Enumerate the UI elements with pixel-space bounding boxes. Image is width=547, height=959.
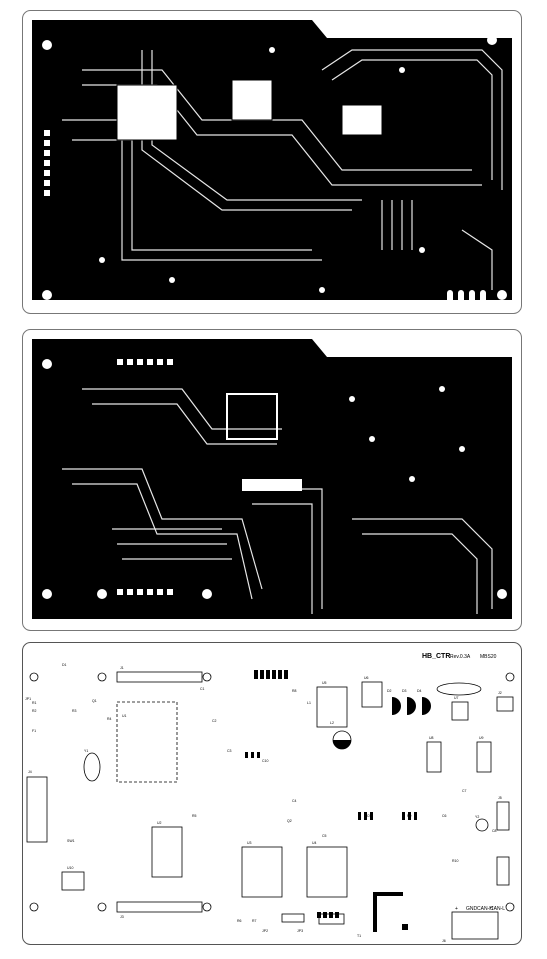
ref-u1: U1: [122, 714, 127, 718]
ref-u9: U9: [479, 736, 484, 740]
date-code-label: MBS20: [480, 654, 497, 660]
ref-d1: D1: [62, 663, 67, 667]
ref-c4: C4: [292, 799, 297, 803]
ref-jp1: JP1: [25, 697, 31, 701]
ref-u10: U10: [67, 866, 73, 870]
ref-j3: J3: [120, 915, 124, 919]
ref-y2: Y2: [475, 815, 479, 819]
ref-r1: R1: [32, 701, 37, 705]
ref-u7: U7: [454, 696, 459, 700]
ref-q2: Q2: [287, 819, 292, 823]
ref-d2: D2: [387, 689, 392, 693]
top-copper-layer-panel: [22, 10, 522, 314]
ref-r3: R3: [72, 709, 77, 713]
connector-pin-labels: + GND CAN-H CAN-L: [455, 906, 505, 912]
pin-label-gnd: GND: [466, 906, 478, 912]
pin-label-can-h: CAN-H: [477, 906, 493, 912]
ref-r10: R10: [452, 859, 458, 863]
ref-f1: F1: [32, 729, 36, 733]
ref-r6: R6: [237, 919, 242, 923]
ref-sw1: SW1: [67, 839, 75, 843]
ref-l1: L1: [307, 701, 311, 705]
ref-j6: J6: [442, 939, 446, 943]
ref-j1: J1: [120, 666, 124, 670]
ref-u5: U5: [322, 681, 327, 685]
ref-r8: R8: [292, 689, 297, 693]
ref-j4: J4: [28, 770, 32, 774]
ref-q1: Q1: [92, 699, 97, 703]
ref-y1: Y1: [84, 749, 88, 753]
pin-label-plus: +: [455, 906, 458, 912]
ref-u6: U6: [364, 676, 369, 680]
ref-u4: U4: [312, 841, 317, 845]
board-name-label: HB_CTR: [422, 653, 450, 660]
ref-u8: U8: [429, 736, 434, 740]
ref-c8: C8: [492, 829, 497, 833]
pin-label-can-l: CAN-L: [490, 906, 505, 912]
ref-c9: C9: [367, 814, 372, 818]
ref-c5: C5: [322, 834, 327, 838]
ref-c2: C2: [212, 719, 217, 723]
ref-c6: C6: [442, 814, 447, 818]
ref-jp3: JP3: [297, 929, 303, 933]
top-copper-layer-drawing: [22, 10, 522, 314]
ref-c1: C1: [200, 687, 205, 691]
bottom-copper-layer-panel: [22, 329, 522, 631]
silkscreen-layer-panel: HB_CTR Rev.0.3A MBS20: [22, 642, 522, 945]
ref-j2: J2: [498, 691, 502, 695]
ref-r7: R7: [252, 919, 257, 923]
ref-d3: D3: [402, 689, 407, 693]
ref-u2: U2: [157, 821, 162, 825]
component-outlines: [26, 671, 515, 940]
ref-c10: C10: [262, 759, 268, 763]
polarity-marks: [333, 697, 431, 932]
ref-d4: D4: [417, 689, 422, 693]
ref-u3: U3: [247, 841, 252, 845]
ref-c3: C3: [227, 749, 232, 753]
ref-r2: R2: [32, 709, 37, 713]
bottom-copper-layer-drawing: [22, 329, 522, 631]
revision-label: Rev.0.3A: [450, 654, 471, 660]
ref-l2: L2: [330, 721, 334, 725]
ref-r5: R5: [192, 814, 197, 818]
ref-c7: C7: [462, 789, 467, 793]
ref-t1: T1: [357, 934, 361, 938]
ref-jp2: JP2: [262, 929, 268, 933]
silkscreen-layer-drawing: HB_CTR Rev.0.3A MBS20: [22, 642, 522, 945]
ref-j5: J5: [498, 796, 502, 800]
smd-pads: [245, 670, 417, 918]
ref-r4: R4: [107, 717, 112, 721]
